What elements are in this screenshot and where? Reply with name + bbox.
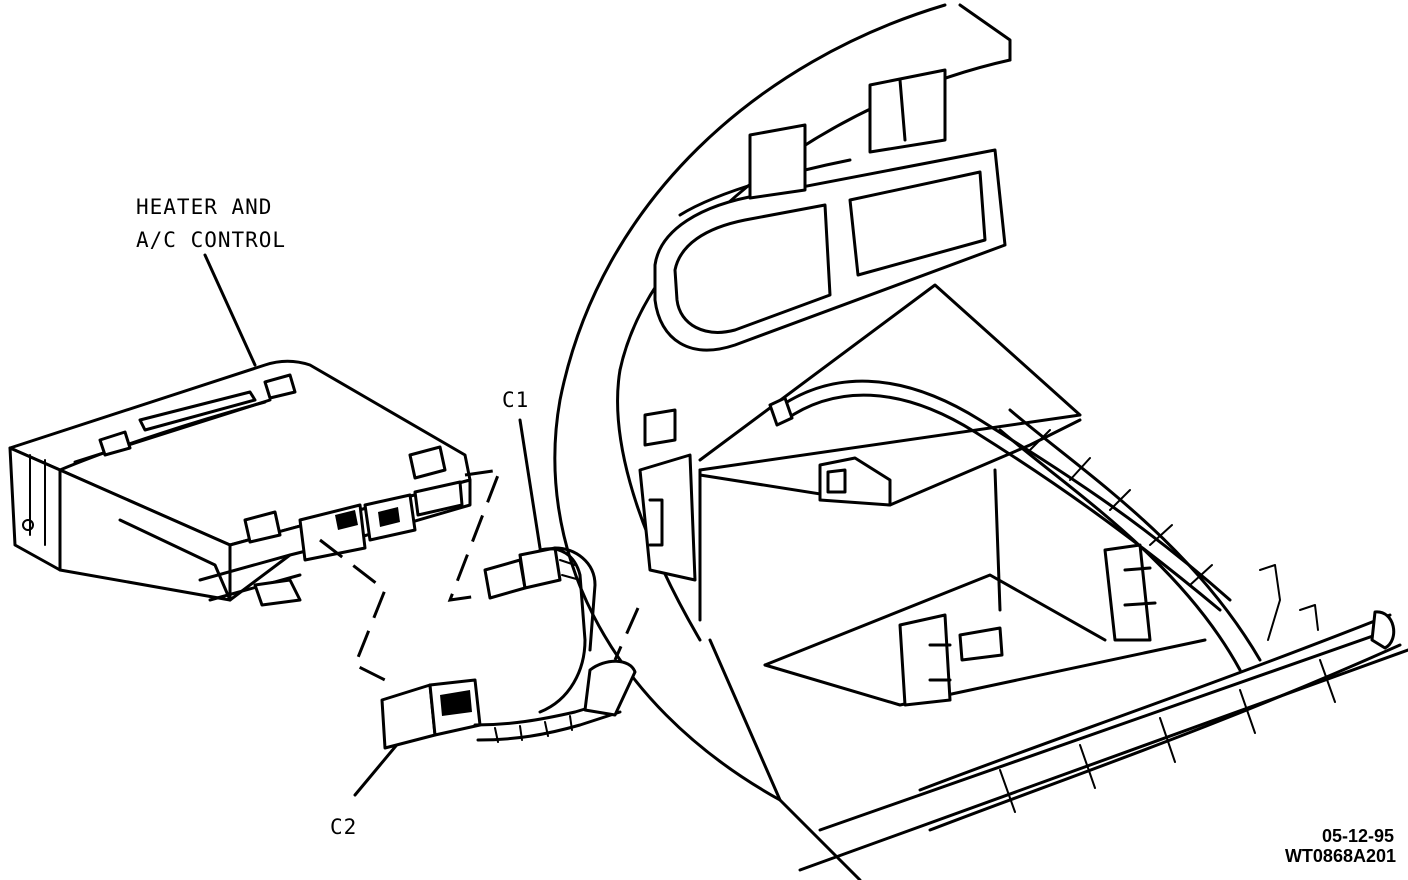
footer-code: WT0868A201 — [1284, 846, 1396, 866]
instrument-panel — [553, 3, 1408, 880]
heater-ac-control-module — [8, 359, 472, 607]
c1-label: C1 — [502, 388, 530, 412]
heater-label-line1: HEATER AND — [136, 195, 273, 219]
wiring-harness — [768, 379, 1402, 832]
footer-date: 05-12-95 — [1321, 826, 1394, 846]
c1-connector — [483, 546, 597, 714]
c2-connector — [380, 659, 637, 750]
c2-label: C2 — [330, 815, 358, 839]
heater-label-line2: A/C CONTROL — [136, 228, 287, 252]
connection-dash-lines — [319, 468, 640, 687]
